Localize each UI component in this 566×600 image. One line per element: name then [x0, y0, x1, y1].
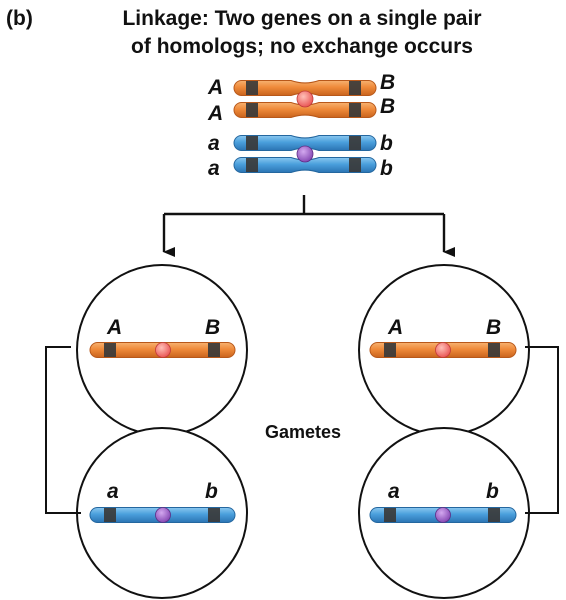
gamete-right-top-chromosome-gene-band-right [488, 343, 500, 357]
parent-blue-chromatid-1-arm [233, 135, 377, 151]
parent-orange-chromatid-2-gene-band-right [349, 103, 361, 117]
allele-label-A-1: A [207, 76, 223, 99]
parent-blue-chromatid-2 [233, 157, 377, 173]
gamete-right-top-chromosome-gene-band-left [384, 343, 396, 357]
gamete-right-bottom-centromere [435, 507, 451, 523]
gamete-brackets [45, 346, 559, 514]
allele-label-a-2: a [208, 157, 220, 180]
parent-blue-chromatid-2-arm [233, 157, 377, 173]
gamete-left-top-allele-A: A [106, 316, 122, 339]
gamete-right-bottom-chromosome-gene-band-right [488, 508, 500, 522]
gamete-left-bottom-centromere [155, 507, 171, 523]
gamete-right-top-centromere [435, 342, 451, 358]
title-line-2: of homologs; no exchange occurs [131, 35, 473, 58]
parent-blue-chromatid-1 [233, 135, 377, 151]
gamete-left-top-allele-B: B [205, 316, 220, 339]
bracket-right [525, 346, 559, 514]
gamete-right-top-allele-A: A [387, 316, 403, 339]
parent-orange-chromatid-1 [233, 80, 377, 96]
parent-blue-chromatid-2-gene-band-right [349, 158, 361, 172]
branch-connector [162, 195, 455, 257]
parent-orange-chromatid-1-gene-band-left [246, 81, 258, 95]
gamete-right-bottom-chromosome-gene-band-left [384, 508, 396, 522]
allele-label-A-2: A [207, 102, 223, 125]
parent-homologs: A A B B a a b b [207, 71, 395, 180]
bracket-left [45, 346, 81, 514]
parent-orange-chromatid-2 [233, 102, 377, 118]
parent-orange-chromatid-1-gene-band-right [349, 81, 361, 95]
allele-label-B-1: B [380, 71, 395, 94]
panel-label: (b) [6, 7, 33, 30]
gamete-left-top-centromere [155, 342, 171, 358]
parent-orange-chromatid-2-gene-band-left [246, 103, 258, 117]
gamete-right-top-allele-B: B [486, 316, 501, 339]
gamete-left-top-chromosome-gene-band-left [104, 343, 116, 357]
gamete-left-top-chromosome-gene-band-right [208, 343, 220, 357]
gamete-left-bottom-allele-a: a [107, 480, 119, 503]
parent-orange-chromatid-1-arm [233, 80, 377, 96]
gamete-right-bottom-allele-b: b [486, 480, 499, 503]
parent-blue-centromere [296, 145, 314, 163]
gamete-left-bottom-chromosome-gene-band-right [208, 508, 220, 522]
gamete-left-bottom-allele-b: b [205, 480, 218, 503]
parent-orange-chromatid-2-arm [233, 102, 377, 118]
parent-blue-chromatid-1-gene-band-right [349, 136, 361, 150]
gamete-chromosomes [89, 342, 517, 523]
gamete-left-bottom-chromosome-gene-band-left [104, 508, 116, 522]
gametes-label: Gametes [265, 422, 341, 442]
allele-label-b-1: b [380, 132, 393, 155]
gamete-right-bottom-allele-a: a [388, 480, 400, 503]
parent-blue-chromatid-1-gene-band-left [246, 136, 258, 150]
allele-label-b-2: b [380, 157, 393, 180]
allele-label-a-1: a [208, 132, 220, 155]
title-line-1: Linkage: Two genes on a single pair [122, 7, 481, 30]
parent-orange-centromere [296, 90, 314, 108]
allele-label-B-2: B [380, 95, 395, 118]
parent-blue-chromatid-2-gene-band-left [246, 158, 258, 172]
